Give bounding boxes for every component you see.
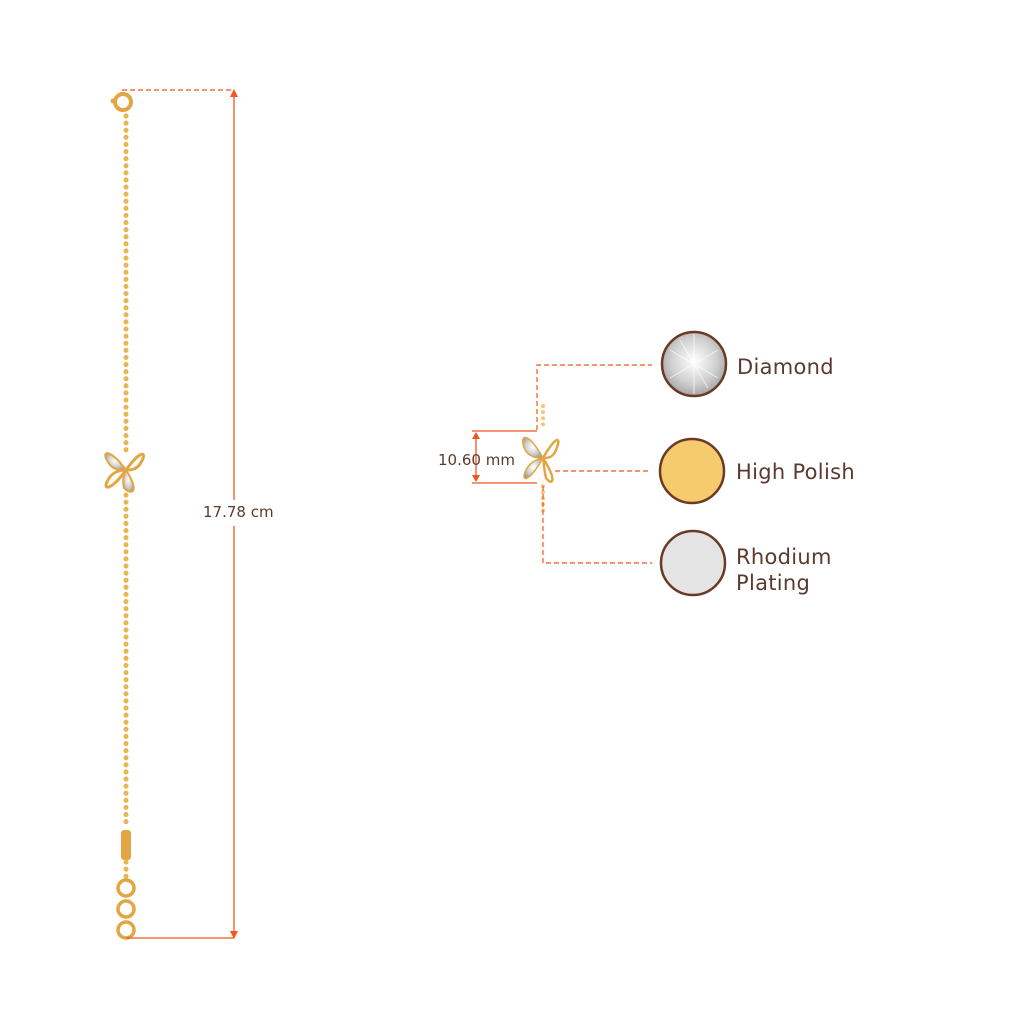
- extension-ring: [116, 899, 136, 919]
- rhodium-line1: Rhodium: [736, 545, 832, 569]
- material-label-high-polish: High Polish: [736, 460, 855, 484]
- extension-ring: [116, 878, 136, 898]
- extension-ring: [116, 920, 136, 940]
- motif-dimension: [472, 430, 537, 484]
- leader-diamond: [536, 364, 652, 430]
- length-dimension: [122, 89, 238, 939]
- length-label: 17.78 cm: [203, 503, 274, 521]
- tag: [121, 830, 131, 860]
- motif-height-label: 10.60 mm: [438, 451, 515, 469]
- material-swatches: [658, 330, 728, 597]
- bow-motif: [104, 452, 145, 493]
- motif-closeup: [522, 404, 560, 517]
- bracelet-image: [104, 92, 145, 940]
- spring-clasp: [113, 92, 133, 112]
- material-label-rhodium: Rhodium Plating: [736, 544, 832, 596]
- material-label-diamond: Diamond: [737, 355, 834, 379]
- rhodium-line2: Plating: [736, 571, 811, 595]
- leader-rhodium: [542, 486, 652, 564]
- high-polish-swatch: [658, 437, 726, 505]
- leader-lines: [536, 364, 652, 564]
- rhodium-swatch: [659, 529, 727, 597]
